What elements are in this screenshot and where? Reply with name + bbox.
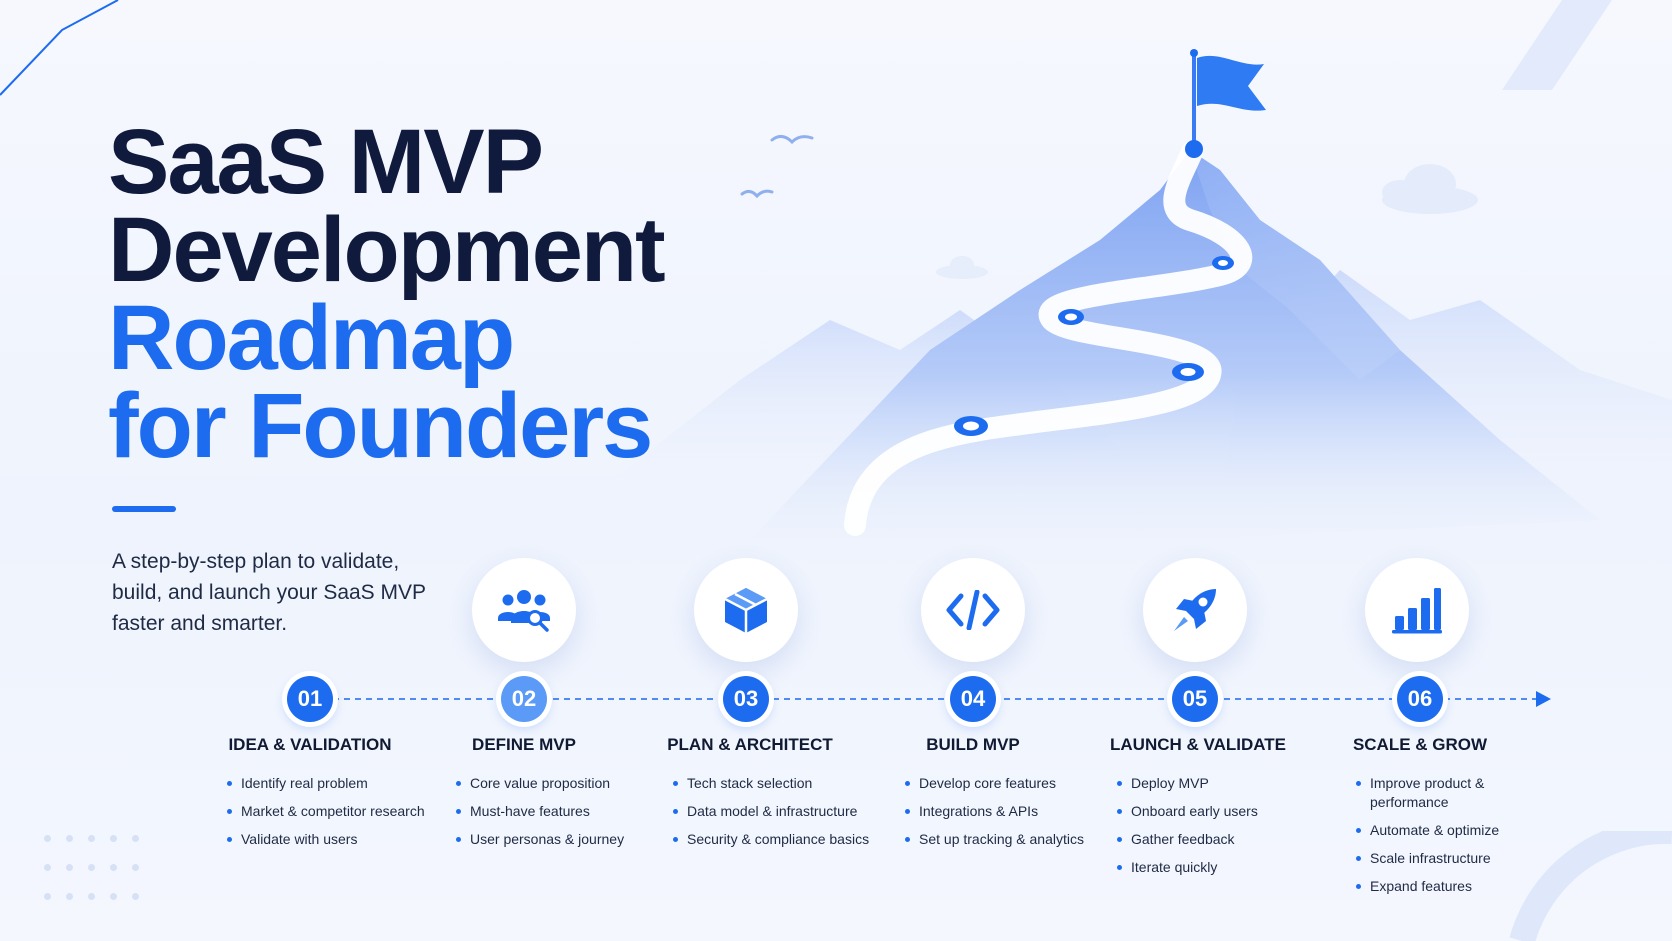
step-6-bullets: Improve product & performance Automate &…	[1356, 774, 1506, 905]
list-item: Set up tracking & analytics	[905, 830, 1110, 849]
step-5-title: LAUNCH & VALIDATE	[1110, 735, 1286, 754]
list-item: Scale infrastructure	[1356, 849, 1506, 868]
flag-icon	[1185, 49, 1266, 158]
list-item: Must-have features	[456, 802, 656, 821]
step-2-icon-circle	[472, 558, 576, 662]
road-marker	[1172, 363, 1204, 381]
list-item: Improve product & performance	[1356, 774, 1506, 812]
road-marker	[954, 416, 988, 436]
step-4-icon-circle	[921, 558, 1025, 662]
road-marker	[1058, 309, 1084, 325]
step-4-bullets: Develop core features Integrations & API…	[905, 774, 1110, 858]
cube-icon	[724, 588, 768, 633]
road-marker	[1212, 256, 1234, 270]
step-6-icon-circle	[1365, 558, 1469, 662]
list-item: Data model & infrastructure	[673, 802, 878, 821]
step-6-title: SCALE & GROW	[1352, 735, 1488, 754]
cloud-icon	[936, 256, 988, 279]
step-2-number: 02	[501, 676, 547, 722]
step-4-title: BUILD MVP	[926, 735, 1020, 754]
list-item: Gather feedback	[1117, 830, 1307, 849]
bar-chart-icon	[1392, 588, 1442, 634]
step-2-bullets: Core value proposition Must-have feature…	[456, 774, 656, 858]
step-3-title: PLAN & ARCHITECT	[667, 735, 833, 754]
step-5-bullets: Deploy MVP Onboard early users Gather fe…	[1117, 774, 1307, 886]
list-item: Identify real problem	[227, 774, 427, 793]
step-5-icon-circle	[1143, 558, 1247, 662]
title-line-3: Roadmap	[108, 287, 515, 389]
cloud-icon	[1382, 164, 1478, 214]
list-item: Iterate quickly	[1117, 858, 1307, 877]
list-item: Automate & optimize	[1356, 821, 1506, 840]
list-item: Validate with users	[227, 830, 427, 849]
list-item: Security & compliance basics	[673, 830, 878, 849]
rocket-icon	[1174, 589, 1216, 631]
decorative-dots	[44, 835, 140, 900]
title-line-1: SaaS MVP	[108, 111, 544, 213]
step-1-number: 01	[287, 676, 333, 722]
list-item: Integrations & APIs	[905, 802, 1110, 821]
step-3-number: 03	[723, 676, 769, 722]
step-5-number: 05	[1172, 676, 1218, 722]
list-item: Develop core features	[905, 774, 1110, 793]
step-4-number: 04	[950, 676, 996, 722]
title-line-4: for Founders	[108, 375, 653, 477]
step-6-number: 06	[1397, 676, 1443, 722]
mountain-illustration	[600, 49, 1672, 560]
list-item: Market & competitor research	[227, 802, 427, 821]
step-2-title: DEFINE MVP	[472, 735, 576, 754]
title-line-2: Development	[108, 199, 666, 301]
decorative-corner-line	[0, 0, 119, 96]
step-3-icon-circle	[694, 558, 798, 662]
bird-icon	[770, 135, 814, 145]
list-item: User personas & journey	[456, 830, 656, 849]
list-item: Onboard early users	[1117, 802, 1307, 821]
page-subtitle: A step-by-step plan to validate, build, …	[112, 550, 426, 635]
users-search-icon	[498, 590, 550, 632]
list-item: Tech stack selection	[673, 774, 878, 793]
bird-icon	[740, 189, 774, 199]
step-1-bullets: Identify real problem Market & competito…	[227, 774, 427, 858]
list-item: Expand features	[1356, 877, 1506, 896]
decorative-stripe	[1502, 0, 1612, 90]
decorative-arc	[1509, 831, 1672, 941]
step-1-title: IDEA & VALIDATION	[228, 735, 392, 754]
title-underline	[112, 506, 176, 512]
code-icon	[946, 590, 1000, 630]
mountain-shadow	[1190, 150, 1400, 380]
list-item: Core value proposition	[456, 774, 656, 793]
step-3-bullets: Tech stack selection Data model & infras…	[673, 774, 878, 858]
list-item: Deploy MVP	[1117, 774, 1307, 793]
page-title: SaaS MVP Development Roadmap for Founder…	[108, 111, 666, 477]
